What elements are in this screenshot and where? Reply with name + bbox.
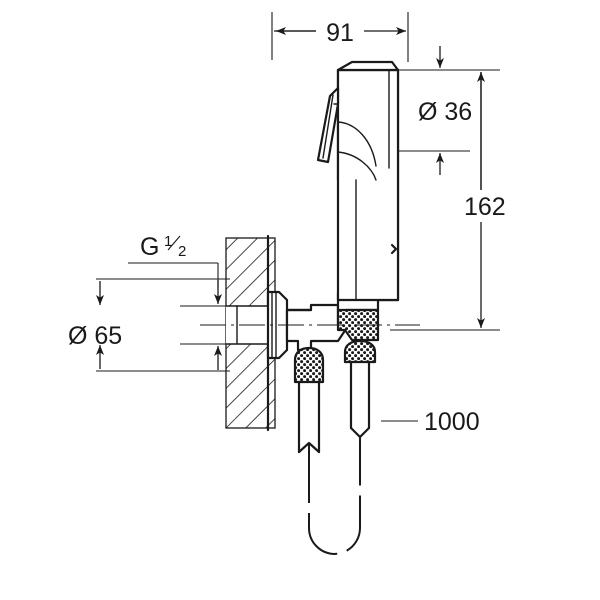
wall-flange-escutcheon	[266, 290, 289, 360]
dimension-diameter-36-label: Ø 36	[418, 98, 472, 126]
knurled-coupling-nut-left	[293, 346, 325, 384]
dimension-thread-g-half: G 1 2	[128, 233, 240, 370]
dimension-162-label: 162	[464, 193, 506, 221]
dimension-diameter-65: Ø 65	[68, 278, 230, 372]
dimension-diameter-36: Ø 36	[398, 46, 472, 175]
knurled-coupling-nut-right	[343, 339, 377, 364]
dimension-91-label: 91	[326, 19, 354, 47]
flexible-shower-hose-left	[297, 380, 321, 454]
dimension-thread-numerator: 1	[164, 233, 172, 250]
dimension-thread-denominator: 2	[178, 243, 186, 260]
hose-length-break	[308, 437, 361, 555]
dimension-162: 162	[390, 69, 506, 331]
dimension-diameter-65-label: Ø 65	[68, 322, 122, 350]
sectioned-wall	[225, 234, 276, 432]
dimension-thread-g-label: G	[140, 233, 159, 261]
flexible-shower-hose-right	[349, 360, 371, 439]
dimension-91: 91	[271, 12, 409, 62]
dimension-1000: 1000	[381, 408, 480, 436]
trigger-spray-head-body	[336, 60, 400, 302]
dimension-1000-label: 1000	[424, 408, 480, 436]
spray-trigger-lever	[316, 86, 340, 164]
